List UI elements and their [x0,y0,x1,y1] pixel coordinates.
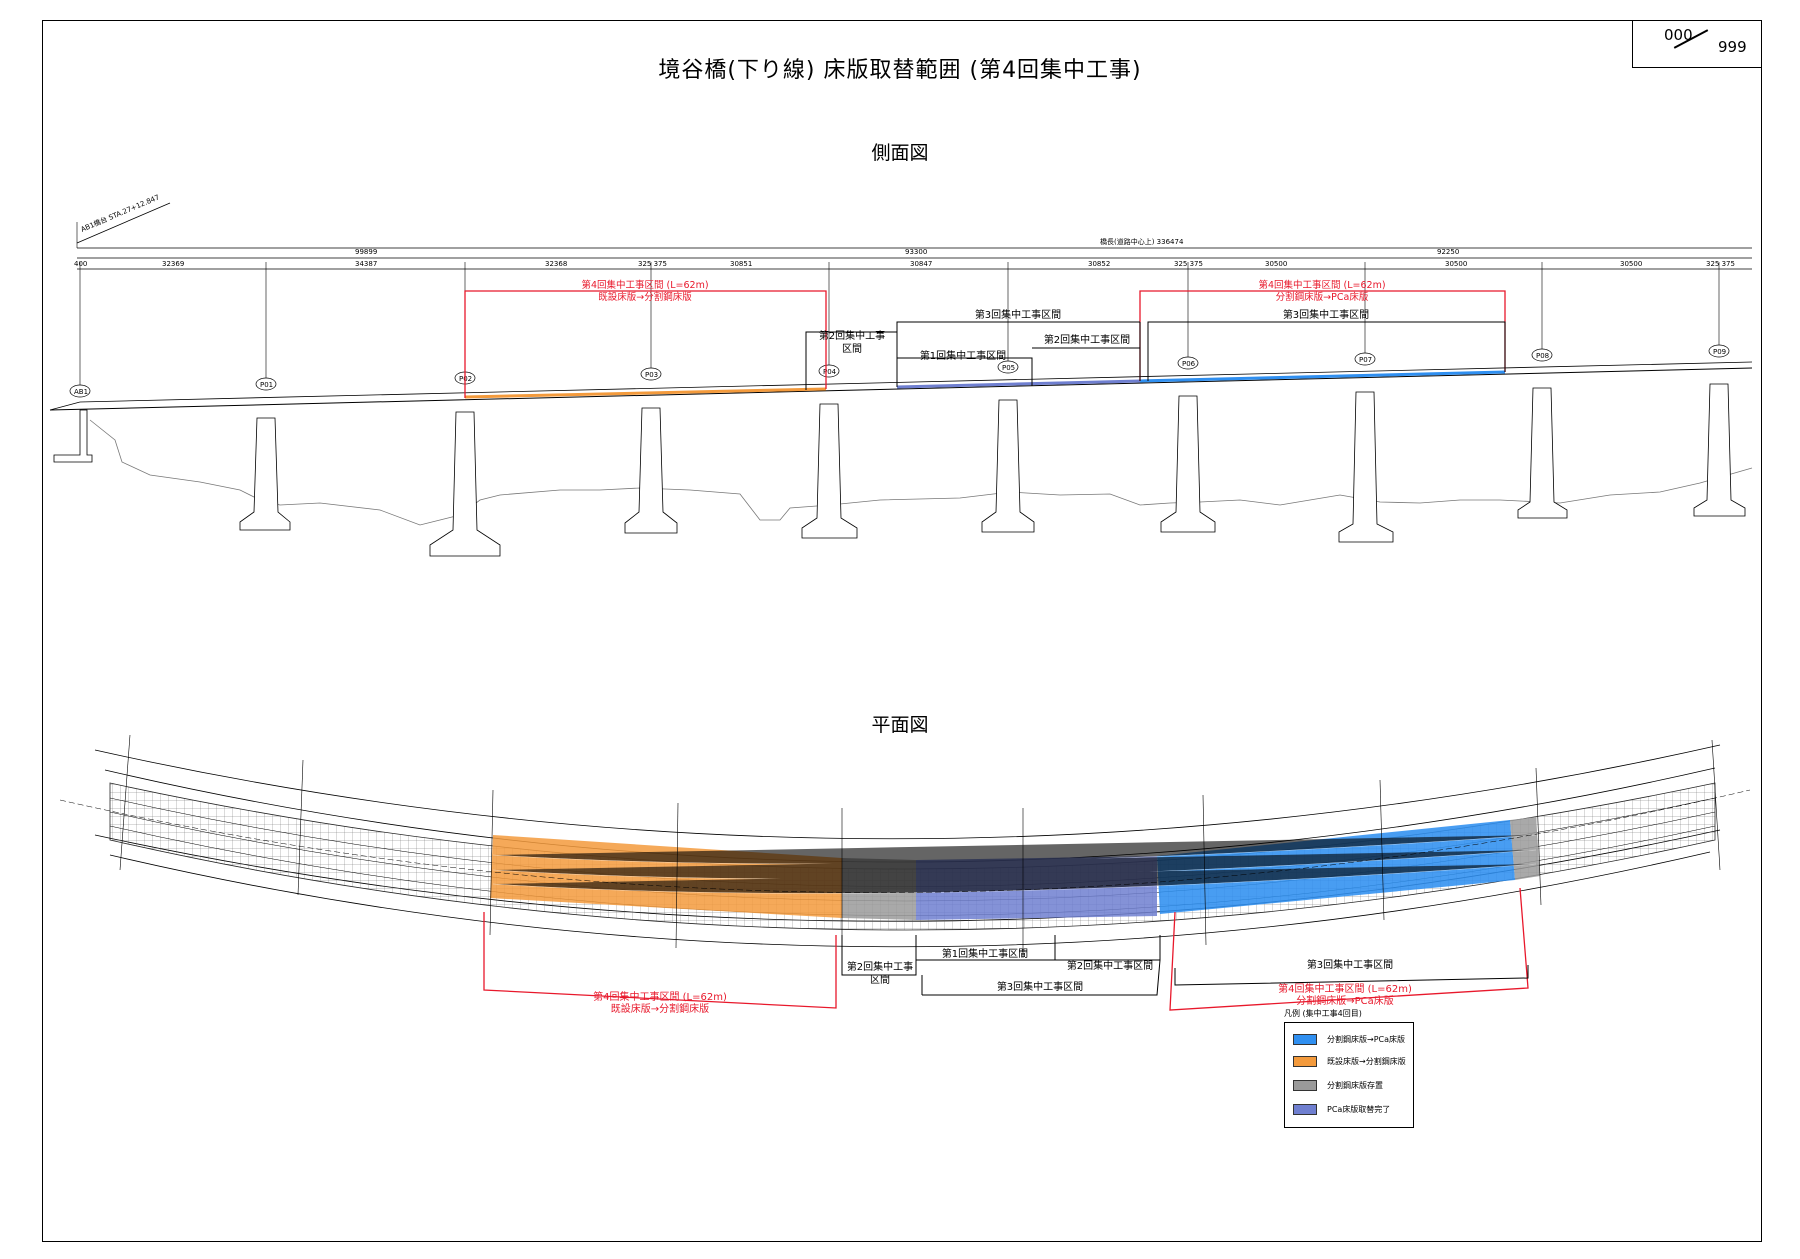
sheet-number-box [1632,20,1762,68]
plan-phase4-right-line2: 分割鋼床版→PCa床版 [1296,994,1394,1007]
span-dim: 325 375 [1174,260,1203,268]
total-length-label: 橋長(道路中心上) 336474 [1100,237,1184,246]
side-phase4-right-line2: 分割鋼床版→PCa床版 [1276,291,1369,303]
span-dim: 30500 [1445,260,1467,268]
legend-label: 分割鋼床版存置 [1327,1080,1383,1090]
pier-label: P05 [1002,364,1015,372]
span-dim: 30847 [910,260,932,268]
span-dim: 34387 [355,260,377,268]
pier-centerlines [79,262,1720,385]
span-dim: 400 [74,260,87,268]
span-dim: 32368 [545,260,567,268]
plan-phase4-left-line2: 既設床版→分割鋼床版 [611,1002,709,1015]
plan-phase1: 第1回集中工事区間 [942,947,1028,960]
side-phase2-right: 第2回集中工事区間 [1044,333,1130,346]
plan-phase3-right: 第3回集中工事区間 [1307,958,1393,971]
legend-label: 既設床版→分割鋼床版 [1327,1056,1406,1066]
legend-swatch [1293,1079,1317,1091]
legend-label: 分割鋼床版→PCa床版 [1327,1034,1406,1044]
side-phase3-right: 第3回集中工事区間 [1283,308,1369,321]
pier-label: P04 [823,368,837,376]
side-phase4-left-line1: 第4回集中工事区間 (L=62m) [581,279,708,291]
span-group-2: 93300 [905,248,927,256]
side-view: AB1橋台 STA.27+12.847 橋長(道路中心上) 336474 998… [49,192,1753,557]
legend-label: PCa床版取替完了 [1327,1104,1391,1114]
span-group-3: 92250 [1437,248,1459,256]
side-phase1: 第1回集中工事区間 [920,349,1006,362]
drawing-title: 境谷橋(下り線) 床版取替範囲 (第4回集中工事) [658,58,1142,83]
side-view-heading: 側面図 [871,142,929,164]
span-dim: 325 375 [638,260,667,268]
side-phase4-right-line1: 第4回集中工事区間 (L=62m) [1258,279,1385,291]
plan-pier-lines [119,734,1721,958]
side-phase4-left-line2: 既設床版→分割鋼床版 [598,291,692,303]
sheet-total: 999 [1718,38,1747,56]
span-dim: 30851 [730,260,752,268]
station-label: AB1橋台 STA.27+12.847 [79,192,160,233]
plan-phase2-right: 第2回集中工事区間 [1067,959,1153,972]
span-group-1: 99899 [355,248,377,256]
plan-phase3-bottom: 第3回集中工事区間 [997,980,1083,993]
drawing-frame [42,20,1762,1242]
pier-label: P03 [645,371,658,379]
legend-item: 分割鋼床版存置 [1293,1079,1383,1091]
legend-swatch [1293,1033,1317,1045]
span-dimensions: 400 32369 34387 32368 325 375 30851 3084… [74,260,1735,268]
side-phase3-left: 第3回集中工事区間 [975,308,1061,321]
plan-phase4-left-line1: 第4回集中工事区間 (L=62m) [593,990,727,1003]
plan-phase2-line1: 第2回集中工事 [847,960,913,973]
pier-label: P08 [1536,352,1549,360]
legend-heading: 凡例 (集中工事4回目) [1284,1009,1362,1018]
pier-label: P09 [1713,348,1726,356]
legend-swatch [1293,1103,1317,1115]
legend-item: PCa床版取替完了 [1293,1103,1390,1115]
piers [239,383,1746,557]
side-phase2-left-line1: 第2回集中工事 [819,329,885,342]
pier-label: P01 [260,381,273,389]
plan-view-heading: 平面図 [871,714,929,736]
span-dim: 325 375 [1706,260,1735,268]
plan-phase2-line2: 区間 [870,974,890,986]
legend-swatch [1293,1055,1317,1067]
plan-phase4-right-line1: 第4回集中工事区間 (L=62m) [1278,982,1412,995]
span-dim: 30852 [1088,260,1110,268]
legend-item: 分割鋼床版→PCa床版 [1293,1033,1405,1045]
side-phase2-left-line2: 区間 [842,343,862,355]
pier-label: AB1 [74,388,88,396]
sheet-number: 000 [1664,26,1693,44]
pier-label: P07 [1359,356,1372,364]
span-dim: 32369 [162,260,184,268]
pier-label: P06 [1182,360,1196,368]
legend-item: 既設床版→分割鋼床版 [1293,1055,1406,1067]
span-dim: 30500 [1265,260,1287,268]
plan-view: 第4回集中工事区間 (L=62m) 既設床版→分割鋼床版 第4回集中工事区間 (… [59,734,1751,1015]
span-dim: 30500 [1620,260,1642,268]
legend: 分割鋼床版→PCa床版 既設床版→分割鋼床版 分割鋼床版存置 PCa床版取替完了 [1284,1022,1414,1128]
